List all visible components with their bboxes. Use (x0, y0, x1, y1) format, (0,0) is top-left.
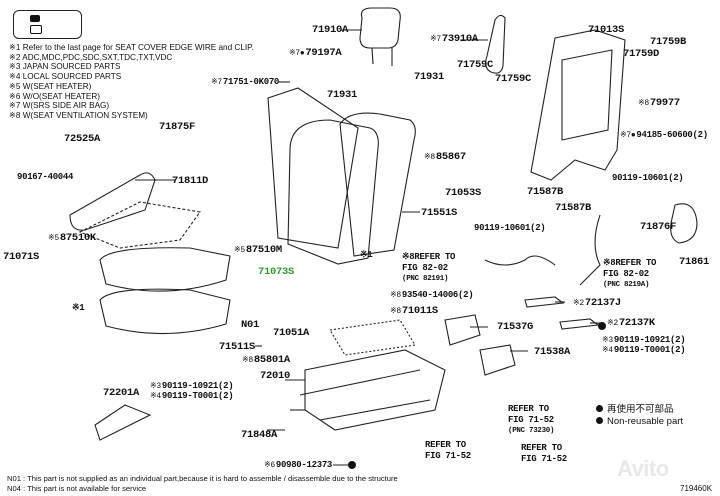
clip-note-label: ※1 (72, 303, 85, 313)
part-label[interactable]: 71013S (588, 24, 625, 36)
recliner-knob-shape (670, 203, 698, 244)
part-label[interactable]: 71875F (159, 121, 196, 133)
part-label[interactable]: 71587B (527, 186, 564, 198)
part-label[interactable]: ※587510K (48, 232, 96, 244)
part-label[interactable]: ※690980-12373 (264, 460, 333, 470)
seat-cushion-cover-shape (99, 247, 231, 292)
part-label[interactable]: 71759C (495, 73, 532, 85)
cover-72137k-shape (559, 318, 600, 330)
part-label[interactable]: ※587510M (234, 244, 282, 256)
non-reusable-dot-icon (596, 417, 603, 424)
legend-item: ※7 W(SRS SIDE AIR BAG) (9, 101, 110, 111)
seatback-cover-shape (339, 112, 416, 257)
part-label[interactable]: 71511S (219, 341, 256, 353)
part-label[interactable]: ※7●79197A (289, 47, 342, 59)
seat-spring-shape (329, 319, 416, 356)
non-reusable-jp: 再使用不可部品 (607, 404, 674, 415)
harness-1-shape (484, 255, 556, 266)
part-label[interactable]: ※490119-T0001(2) (150, 391, 234, 401)
part-label[interactable]: 71537G (497, 321, 534, 333)
part-label[interactable]: ※893540-14006(2) (390, 290, 474, 300)
part-label[interactable]: ※871011S (390, 305, 438, 317)
legend-item: ※1 Refer to the last page for SEAT COVER… (9, 43, 254, 52)
part-label[interactable]: 71931 (327, 89, 358, 101)
part-label[interactable]: 71910A (312, 24, 349, 36)
cushion-wire-shape (94, 404, 152, 441)
part-label[interactable]: ※272137K (607, 317, 655, 329)
part-label[interactable]: 71931 (414, 71, 445, 83)
part-label[interactable]: ※885867 (424, 151, 466, 163)
part-label[interactable]: 71876F (640, 221, 677, 233)
non-reusable-dot-icon (596, 405, 603, 412)
part-label[interactable]: ※771751-0K070 (211, 77, 280, 87)
watermark: Avito (617, 456, 669, 481)
part-label[interactable]: ※490119-T0001(2) (602, 345, 686, 355)
footnote: N01 : This part is not supplied as an in… (7, 474, 398, 483)
legend-item: ※4 LOCAL SOURCED PARTS (9, 72, 122, 82)
legend-item: ※3 JAPAN SOURCED PARTS (9, 62, 121, 72)
part-label[interactable]: ※7●94185-60600(2) (620, 130, 708, 140)
part-label[interactable]: 90119-10601(2) (474, 223, 546, 233)
part-label[interactable]: 72010 (260, 370, 291, 382)
part-label[interactable]: 71848A (241, 429, 278, 441)
part-label[interactable]: 90119-10601(2) (612, 173, 684, 183)
part-label[interactable]: 71861 (679, 256, 710, 268)
part-label[interactable]: 90167-40044 (17, 172, 74, 182)
clip-note-label: ※1 (360, 250, 373, 260)
legend-item: ※8 W(SEAT VENTILATION SYSTEM) (9, 110, 148, 120)
part-label[interactable]: 71071S (3, 251, 40, 263)
key-outline-symbol (30, 25, 42, 34)
part-label[interactable]: 71551S (421, 207, 458, 219)
part-label[interactable]: ※773910A (430, 33, 478, 45)
bracket-71537g-shape (444, 314, 481, 346)
cover-72137j-shape (524, 296, 565, 308)
bracket-71538a-shape (479, 344, 516, 376)
harness-2-shape (579, 214, 601, 286)
seat-cushion-pad-shape (99, 288, 231, 335)
part-label[interactable]: ※390119-10921(2) (602, 335, 686, 345)
heater-mat-shape (78, 201, 201, 249)
figure-number: 719460K (680, 484, 713, 493)
legend-item: ※5 W(SEAT HEATER) (9, 81, 92, 91)
part-label[interactable]: 71053S (445, 187, 482, 199)
part-label[interactable]: 71759B (650, 36, 687, 48)
key-box (13, 10, 82, 39)
part-label[interactable]: 71759D (623, 48, 660, 60)
part-label[interactable]: ※885801A (242, 354, 290, 366)
part-label[interactable]: N01 (241, 319, 260, 331)
part-label[interactable]: ※272137J (573, 297, 621, 309)
part-label[interactable]: 72201A (103, 387, 140, 399)
headrest-shape (359, 7, 401, 49)
non-reusable-legend: 再使用不可部品 Non-reusable part (596, 404, 683, 428)
side-airbag-shape (485, 14, 506, 74)
part-label[interactable]: 71538A (534, 346, 571, 358)
side-shield-shape (69, 172, 156, 231)
seatback-frame-shape (530, 29, 626, 181)
part-label-highlighted[interactable]: 71073S (258, 266, 295, 278)
footnote: N04 : This part is not available for ser… (7, 484, 147, 493)
part-label[interactable]: ※390119-10921(2) (150, 381, 234, 391)
legend-item: ※2 ADC,MDC,PDC,SDC,SXT,TDC,TXT,VDC (9, 52, 173, 62)
notes-legend: ※1 Refer to the last page for SEAT COVER… (9, 43, 254, 121)
seatback-cushion-shape (287, 119, 379, 265)
seatback-board-shape (267, 87, 359, 249)
footnotes: N01 : This part is not supplied as an in… (7, 474, 398, 494)
key-filled-symbol (30, 15, 40, 22)
part-label[interactable]: 71587B (555, 202, 592, 214)
part-label[interactable]: ※879977 (638, 97, 680, 109)
part-label[interactable]: 71811D (172, 175, 209, 187)
part-label[interactable]: 71759C (457, 59, 494, 71)
part-label[interactable]: 72525A (64, 133, 101, 145)
part-label[interactable]: 71051A (273, 327, 310, 339)
non-reusable-en: Non-reusable part (607, 416, 684, 427)
legend-item: ※6 W/O(SEAT HEATER) (9, 91, 101, 101)
